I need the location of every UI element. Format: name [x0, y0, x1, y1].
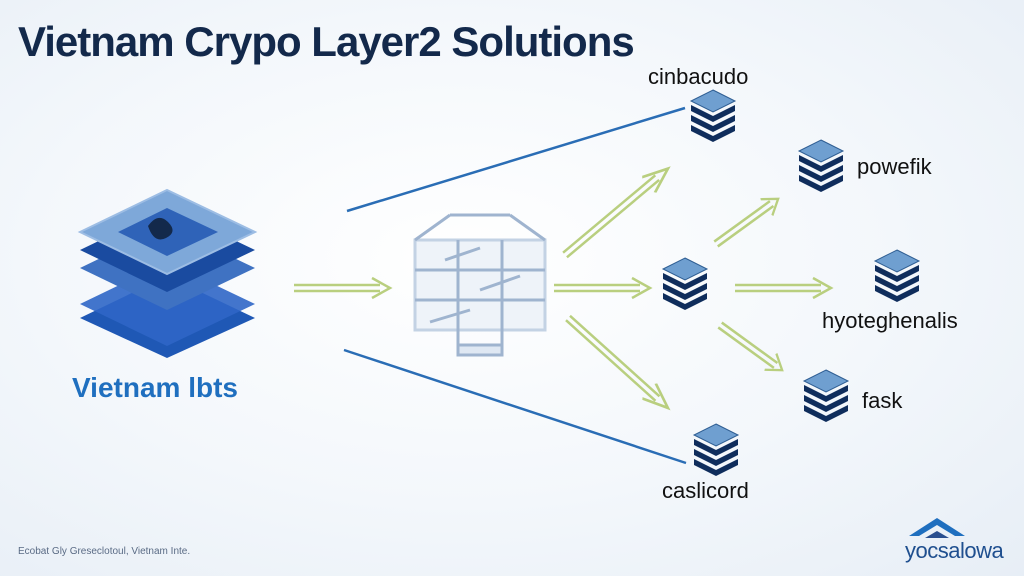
arrow-to-lower-right-node: [712, 315, 790, 380]
arrow-to-right-node: [733, 276, 833, 300]
node-right-label: hyoteghenalis: [822, 308, 958, 333]
source-layer-stack-icon: [77, 188, 258, 358]
node-lower-right-icon: [803, 369, 849, 423]
brand-logo-icon: [909, 518, 965, 538]
node-upper-right-label: powefik: [857, 154, 932, 179]
connector-line-bottom: [343, 348, 687, 465]
node-lower-right-label: fask: [862, 388, 903, 413]
footer-caption: Ecobat Gly Greseclotoul, Vietnam Inte.: [18, 546, 191, 557]
arrow-to-hub: [292, 276, 392, 300]
source-label: Vietnam lbts: [72, 372, 238, 403]
diagram-title: Vietnam Crypo Layer2 Solutions: [18, 18, 635, 65]
arrow-to-bottom-node: [559, 309, 677, 417]
node-bottom-icon: [693, 423, 739, 477]
node-top-icon: [690, 89, 736, 143]
arrow-to-center-node: [552, 276, 652, 300]
brand-name: yocsalowa: [905, 538, 1004, 563]
arrow-to-upper-right-node: [708, 189, 786, 254]
brand-logo: yocsalowa: [905, 516, 1017, 570]
connector-line-top: [346, 106, 686, 213]
node-center-icon: [662, 257, 708, 311]
node-bottom-label: caslicord: [662, 478, 749, 503]
layer2-hub-icon: [413, 213, 547, 357]
node-top-label: cinbacudo: [648, 64, 749, 89]
node-right-icon: [874, 249, 920, 303]
node-upper-right-icon: [798, 139, 844, 193]
arrow-to-top-node: [557, 159, 676, 265]
